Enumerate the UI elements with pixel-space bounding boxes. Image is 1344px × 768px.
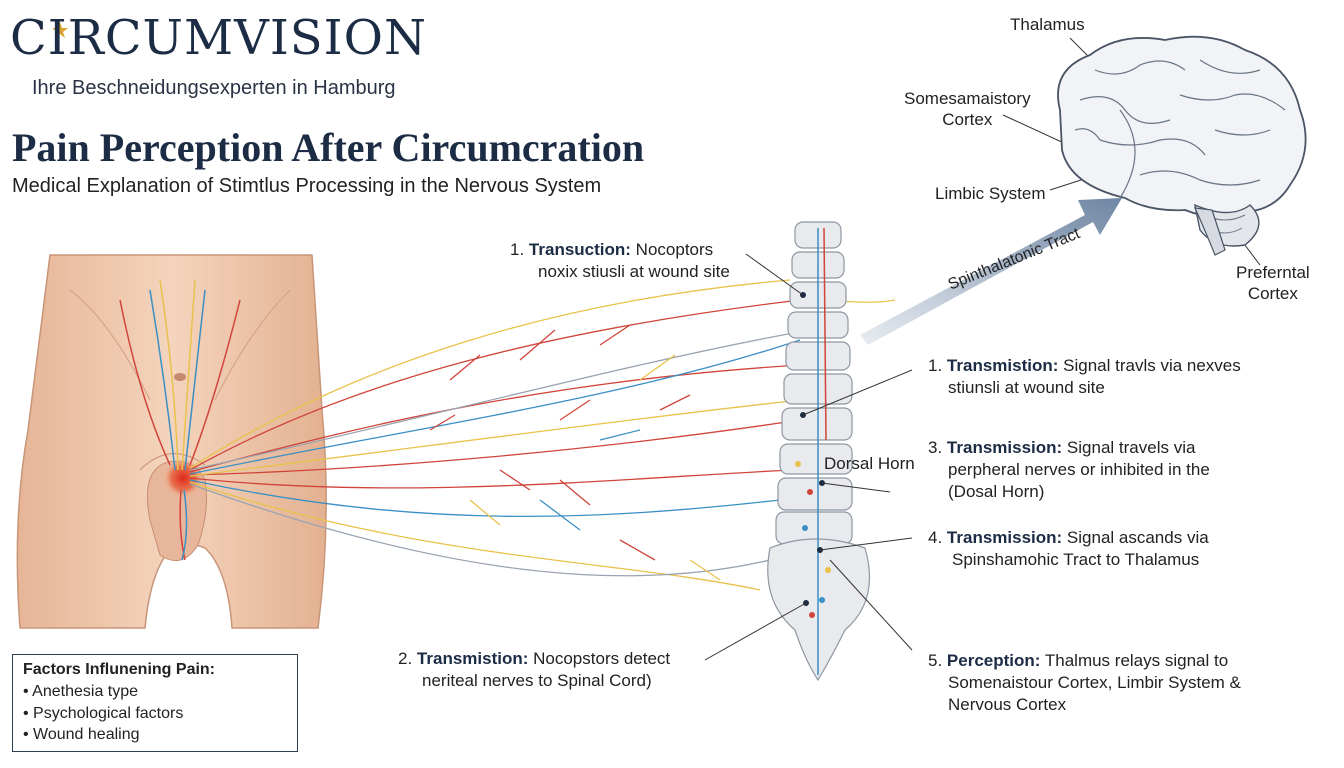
step-name: Perception: — [946, 651, 1041, 670]
step-text: Nocopstors detect — [533, 649, 671, 668]
step-text: Thalmus relays signal to — [1044, 651, 1229, 670]
step-transmission-nerves: 1. Transmistion: Signal travls via nexve… — [928, 355, 1241, 399]
step-text: Somenaistour Cortex, Limbir System & — [948, 673, 1241, 692]
step-transmission-dorsal-horn: 3. Transmission: Signal travels via perp… — [928, 437, 1210, 503]
factor-item: • Anethesia type — [23, 683, 139, 700]
step-number: 2. — [398, 649, 413, 668]
label-prefrontal-cortex: Preferntal Cortex — [1236, 262, 1310, 304]
step-text: perpheral nerves or inhibited in the — [948, 460, 1210, 479]
step-text: Signal travels via — [1066, 438, 1196, 457]
tract-arrow — [860, 198, 1122, 345]
label-limbic-system: Limbic System — [935, 184, 1046, 203]
step-perception: 5. Perception: Thalmus relays signal to … — [928, 650, 1241, 716]
label-thalamus: Thalamus — [1010, 15, 1085, 34]
factors-heading: Factors Influnening Pain: — [23, 661, 216, 678]
step-text: Nocoptors — [635, 240, 714, 259]
step-name: Transuction: — [528, 240, 631, 259]
step-number: 4. — [928, 528, 943, 547]
step-text: Spinshamohic Tract to Thalamus — [952, 550, 1200, 569]
step-transmission-spinal-cord: 2. Transmistion: Nocopstors detect nerit… — [398, 648, 670, 692]
step-text: Signal ascands via — [1066, 528, 1209, 547]
label-somatosensory-line2: Cortex — [942, 110, 993, 129]
step-name: Transmistion: — [416, 649, 529, 668]
step-text: Signal travls via nexves — [1063, 356, 1241, 375]
step-text: stiunsli at wound site — [948, 378, 1105, 397]
step-text: neriteal nerves to Spinal Cord) — [422, 671, 652, 690]
step-text: Nervous Cortex — [948, 695, 1067, 714]
logo-star-icon — [52, 22, 68, 38]
spinal-column — [767, 221, 871, 682]
step-number: 1. — [928, 356, 943, 375]
label-somatosensory-line1: Somesamaistory — [904, 89, 1031, 108]
factor-item-text: Wound healing — [33, 726, 140, 743]
step-name: Transmission: — [946, 528, 1063, 547]
step-name: Transmistion: — [946, 356, 1059, 375]
factor-item: • Psychological factors — [23, 704, 184, 722]
factors-box: Factors Influnening Pain: • Anethesia ty… — [12, 654, 298, 752]
page-subtitle: Medical Explanation of Stimtlus Processi… — [12, 175, 602, 197]
page-title: Pain Perception After Circumcration — [12, 125, 645, 170]
step-number: 1. — [510, 240, 525, 259]
brand-tagline: Ihre Beschneidungsexperten in Hamburg — [32, 77, 396, 99]
step-transduction: 1. Transuction: Nocoptors noxix stiusli … — [510, 239, 730, 283]
step-number: 3. — [928, 438, 943, 457]
factor-item: • Wound healing — [23, 726, 140, 743]
body-nerves — [119, 279, 241, 561]
label-prefrontal-line2: Cortex — [1247, 284, 1298, 303]
label-prefrontal-line1: Preferntal — [1236, 263, 1310, 282]
step-text: noxix stiusli at wound site — [538, 262, 730, 281]
label-somatosensory-cortex: Somesamaistory Cortex — [904, 88, 1031, 130]
factor-item-text: Anethesia type — [32, 683, 139, 700]
step-text: (Dosal Horn) — [948, 482, 1045, 501]
brain-illustration — [1057, 35, 1307, 256]
step-name: Transmission: — [946, 438, 1063, 457]
factor-item-text: Psychological factors — [33, 704, 184, 722]
label-dorsal-horn: Dorsal Horn — [824, 454, 915, 473]
step-transmission-tract: 4. Transmission: Signal ascands via Spin… — [928, 527, 1209, 571]
brand-logo: CIRCUMVISION — [10, 10, 427, 66]
step-number: 5. — [928, 651, 943, 670]
